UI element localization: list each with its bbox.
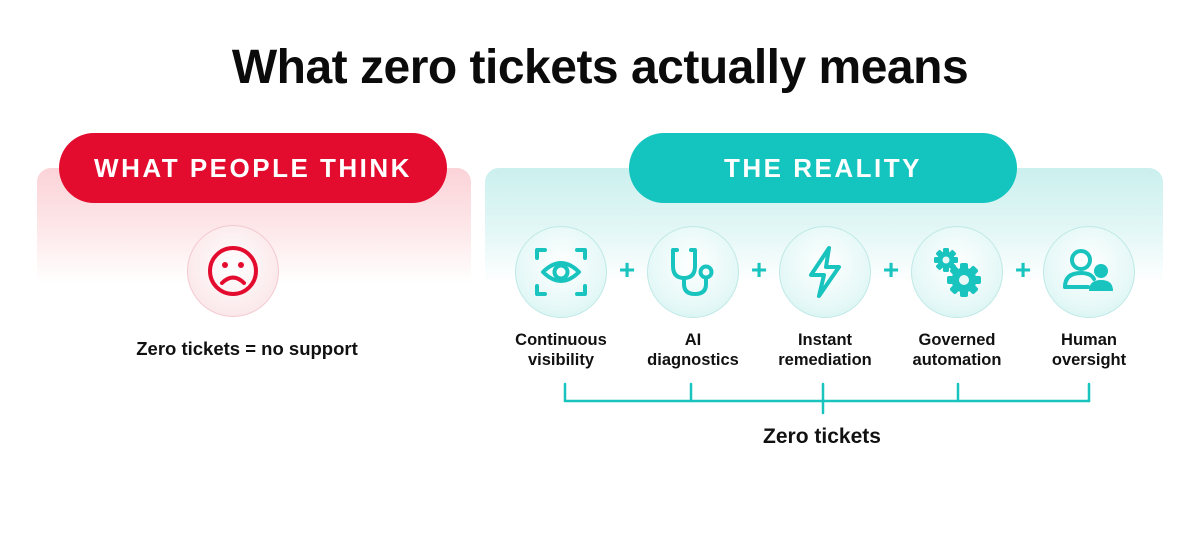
plus-sign: + <box>618 254 636 285</box>
sum-bracket <box>563 382 1091 415</box>
gears-icon <box>911 226 1003 318</box>
plus-sign: + <box>1014 254 1032 285</box>
the-reality-heading: THE REALITY <box>629 133 1017 203</box>
stethoscope-icon <box>647 226 739 318</box>
eye-scan-icon <box>515 226 607 318</box>
left-caption: Zero tickets = no support <box>136 338 358 359</box>
plus-sign: + <box>750 254 768 285</box>
result-label: Zero tickets <box>763 425 881 448</box>
what-people-think-heading: WHAT PEOPLE THINK <box>59 133 447 203</box>
people-icon <box>1043 226 1135 318</box>
sad-face-icon <box>187 225 279 317</box>
plus-sign: + <box>882 254 900 285</box>
page-title: What zero tickets actually means <box>231 41 969 94</box>
lightning-icon <box>779 226 871 318</box>
